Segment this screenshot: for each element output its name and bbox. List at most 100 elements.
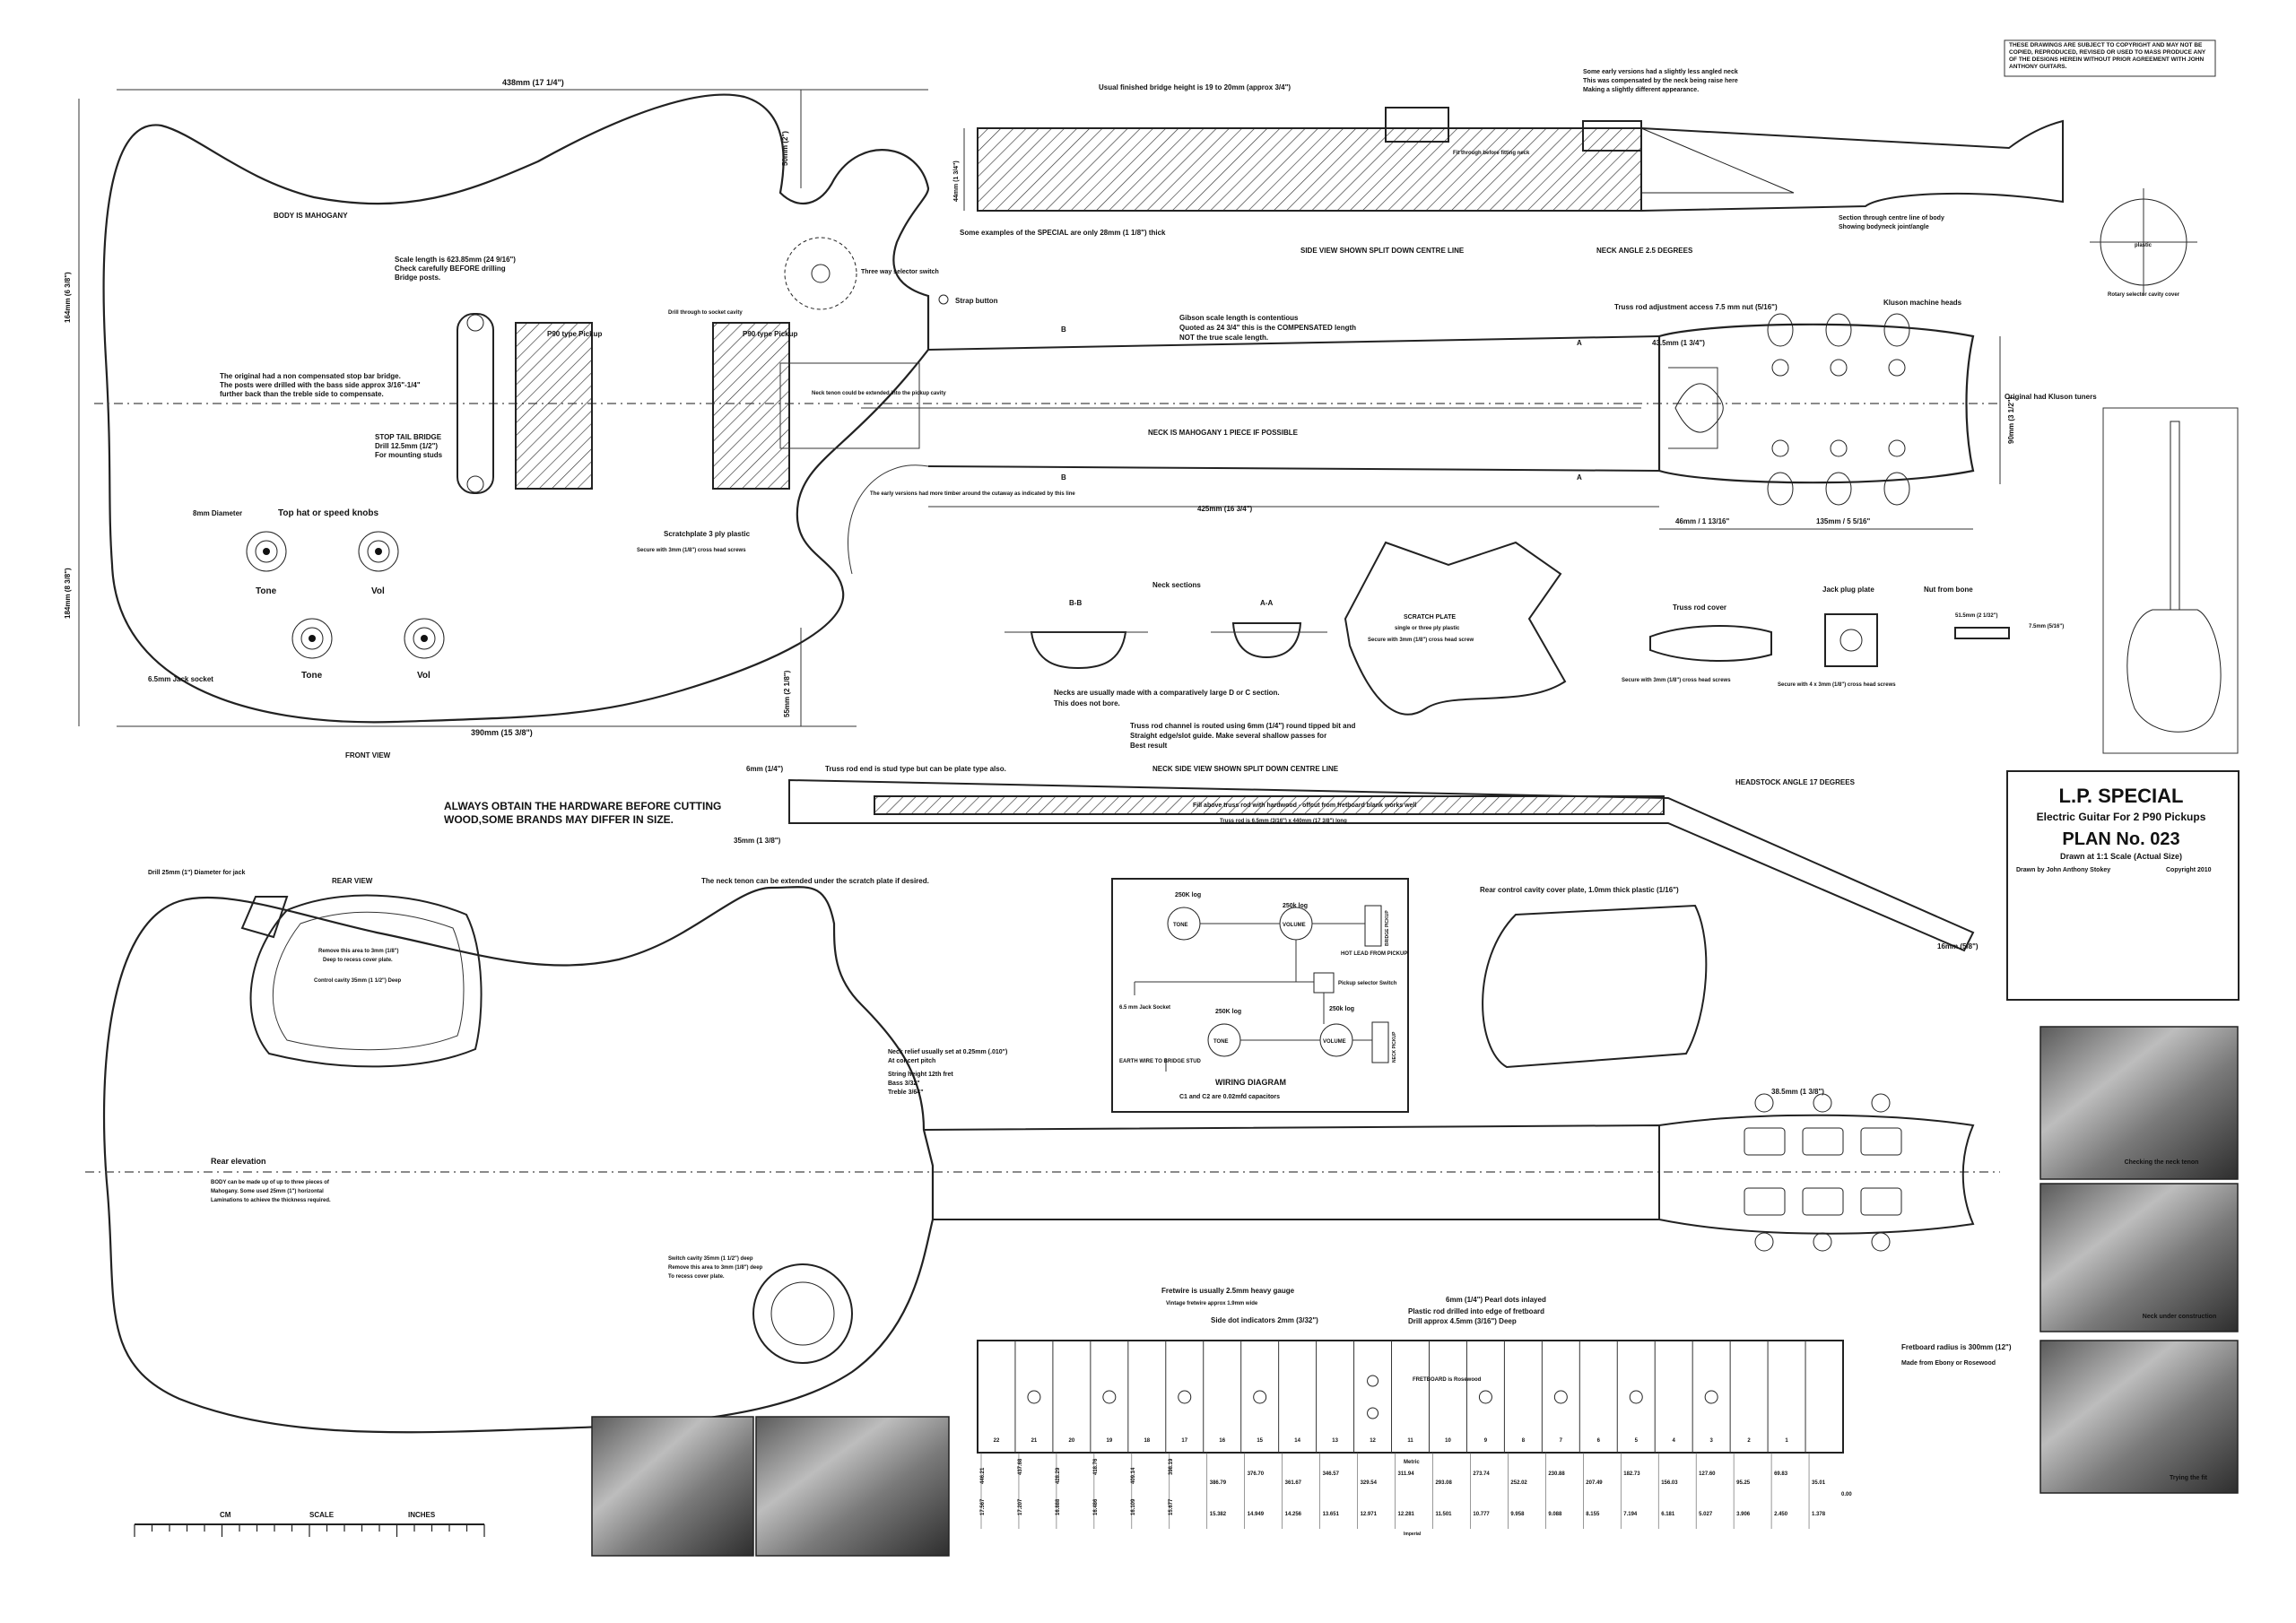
early-angle-2: This was compensated by the neck being r…	[1583, 78, 1738, 84]
wiring-jack: 6.5 mm Jack Socket	[1119, 1005, 1170, 1011]
jack-drill	[240, 896, 289, 939]
photo-neck-construction	[2039, 1183, 2239, 1332]
fret-metric-value: 376.70	[1248, 1471, 1265, 1477]
early-angle-3: Making a slightly different appearance.	[1583, 87, 1699, 93]
neck-length-label: 425mm (16 3/4")	[1197, 505, 1252, 513]
string-height-2: Bass 3/32"	[888, 1081, 920, 1087]
fret-imperial-value: 7.194	[1623, 1512, 1638, 1517]
fret-number: 18	[1144, 1438, 1150, 1444]
drill-jack-note: Drill 25mm (1") Diameter for jack	[148, 870, 245, 876]
fretboard-label: FRETBOARD is Rosewood	[1413, 1377, 1482, 1383]
fret-number: 6	[1597, 1438, 1601, 1444]
stop-tail-bridge	[457, 313, 494, 494]
neck-mahogany-note: NECK IS MAHOGANY 1 PIECE IF POSSIBLE	[1148, 429, 1299, 437]
bridge-pickup-cavity	[712, 322, 790, 490]
guitar-thumbnail	[2102, 407, 2239, 754]
fret-dot	[1704, 1390, 1718, 1404]
strap-button	[938, 294, 949, 305]
fret-number: 1	[1785, 1438, 1788, 1444]
pickup-label-1: P90 type Pickup	[547, 330, 602, 338]
scratch-plate-note-3: Secure with 3mm (1/8") cross head screw	[1368, 638, 1474, 643]
plan-copyright: Copyright 2010	[2166, 867, 2212, 873]
knob-diameter-note: 8mm Diameter	[193, 509, 242, 517]
neck-note-1: Necks are usually made with a comparativ…	[1054, 689, 1280, 697]
scale-note-2: Check carefully BEFORE drilling	[395, 265, 506, 273]
side-tailpiece	[1582, 120, 1642, 152]
section-b-top: B	[1061, 325, 1066, 334]
fret-imperial-value: 3.906	[1736, 1512, 1751, 1517]
fret-number: 17	[1181, 1438, 1187, 1444]
neck-tenon-outline	[779, 362, 920, 449]
rear-cover-note: Rear control cavity cover plate, 1.0mm t…	[1480, 886, 1679, 894]
orig-kluson-note: Original had Kluson tuners	[2005, 393, 2097, 401]
scale-cm: CM	[220, 1511, 231, 1519]
selector-switch-outline	[784, 237, 857, 310]
plastic-rod-1: Plastic rod drilled into edge of fretboa…	[1408, 1307, 1544, 1315]
side-neck-outline	[1640, 119, 2064, 212]
jack-note: 6.5mm Jack socket	[148, 675, 213, 683]
side-dots-note: Side dot indicators 2mm (3/32")	[1211, 1316, 1318, 1324]
fret-dot	[1102, 1390, 1117, 1404]
fret-imperial-value: 1.378	[1812, 1512, 1826, 1517]
fret-metric-value: 398.19	[1169, 1458, 1174, 1475]
scale-inches: INCHES	[408, 1511, 436, 1519]
nut-dim: 51.5mm (2 1/32")	[1955, 613, 1998, 619]
body-lam-1: BODY can be made up of up to three piece…	[211, 1180, 330, 1185]
fret-dot	[1178, 1390, 1192, 1404]
remove-note-1: Remove this area to 3mm (1/8")	[318, 949, 399, 954]
fret-metric-value: 273.74	[1473, 1471, 1490, 1477]
radius-note: Fretboard radius is 300mm (12")	[1901, 1343, 2012, 1351]
fill-note: Fill above truss rod with hardwood - off…	[1193, 803, 1416, 809]
knob-tone-1	[246, 531, 287, 572]
neck-pickup-cavity	[515, 322, 593, 490]
switch-cavity-outer	[752, 1263, 853, 1364]
wiring-vol-b: VOLUME	[1323, 1039, 1346, 1045]
fret-imperial-value: 14.256	[1285, 1512, 1302, 1517]
section-note-1: Section through centre line of body	[1839, 215, 1944, 221]
wiring-selector-label: Pickup selector Switch	[1338, 981, 1397, 986]
scale-note-1: Scale length is 623.85mm (24 9/16")	[395, 256, 516, 264]
fret-metric-value: 182.73	[1623, 1471, 1640, 1477]
fret-number: 12	[1370, 1438, 1376, 1444]
fret-number: 15	[1257, 1438, 1263, 1444]
title-block: L.P. SPECIAL Electric Guitar For 2 P90 P…	[2006, 770, 2239, 1001]
fret-metric-value: 69.83	[1774, 1471, 1788, 1477]
fret-imperial-value: 9.958	[1510, 1512, 1525, 1517]
neck-side-label: NECK SIDE VIEW SHOWN SPLIT DOWN CENTRE L…	[1152, 765, 1339, 773]
truss-cover-note: Secure with 3mm (1/8") cross head screws	[1622, 678, 1731, 683]
photo-caption-2: Neck under construction	[2143, 1314, 2216, 1320]
fret-imperial-value: 14.949	[1248, 1512, 1265, 1517]
copyright-notice: THESE DRAWINGS ARE SUBJECT TO COPYRIGHT …	[2004, 39, 2216, 77]
fret-imperial-value: 16.486	[1093, 1498, 1099, 1515]
early-versions-note: The early versions had more timber aroun…	[870, 491, 1075, 497]
pickup-label-2: P90 type Pickup	[743, 330, 797, 338]
photo-trying-fit	[2039, 1340, 2239, 1494]
knob-vol-1	[358, 531, 399, 572]
hardware-note-1: ALWAYS OBTAIN THE HARDWARE BEFORE CUTTIN…	[444, 800, 721, 812]
fret-number: 9	[1484, 1438, 1488, 1444]
wiring-bridge-pu: BRIDGE PICKUP	[1385, 910, 1390, 946]
plan-author: Drawn by John Anthony Stokey	[2016, 867, 2110, 873]
remove-note-2: Deep to recess cover plate.	[323, 958, 393, 963]
side-body-section	[977, 127, 1642, 212]
knob-tone-2	[291, 618, 333, 659]
fret-number: 3	[1709, 1438, 1713, 1444]
fret-number: 20	[1069, 1438, 1075, 1444]
wiring-selector	[1313, 972, 1335, 994]
relief-note-2: At concert pitch	[888, 1058, 935, 1064]
early-cutaway-line	[848, 464, 929, 575]
wiring-neck-pu: NECK PICKUP	[1392, 1031, 1397, 1063]
rear-tuners	[1744, 1093, 1902, 1252]
fret-metric-value: 35.01	[1812, 1480, 1826, 1486]
fret-metric-value: 386.79	[1210, 1480, 1227, 1486]
side-view-label: SIDE VIEW SHOWN SPLIT DOWN CENTRE LINE	[1300, 247, 1465, 255]
dim-35mm: 35mm (1 3/8")	[734, 837, 781, 845]
scratch-plate	[1344, 541, 1567, 716]
scale-ticks	[134, 1524, 485, 1537]
fret-number: 22	[994, 1438, 1000, 1444]
fret-dot	[1553, 1390, 1568, 1404]
fret-imperial-value: 15.677	[1169, 1498, 1174, 1515]
dim-left-upper: 164mm (6 3/8")	[64, 272, 72, 323]
kluson-note: Kluson machine heads	[1883, 299, 1962, 307]
wiring-diagram: 250K log 250k log 250K log 250k log TONE…	[1111, 878, 1409, 1113]
